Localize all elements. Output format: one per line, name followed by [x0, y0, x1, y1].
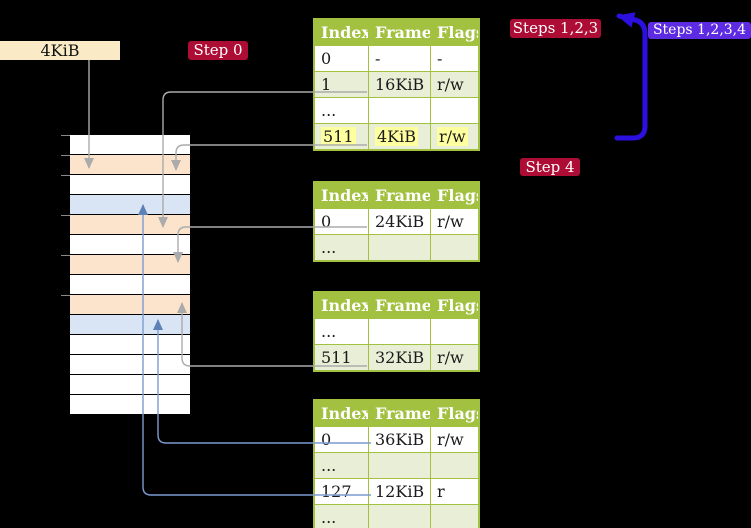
- step0-badge: Step 0: [188, 41, 248, 60]
- column-header: Frame: [368, 293, 430, 318]
- memory-frame-row: [70, 275, 190, 294]
- table-row: 511 4KiB r/w: [315, 123, 478, 149]
- memory-frame-row: [70, 395, 190, 414]
- step4-badge: Step 4: [520, 158, 580, 176]
- column-header: Frame: [368, 20, 430, 45]
- table-cell: ...: [321, 322, 337, 341]
- table-cell: -: [368, 46, 430, 71]
- table-cell: 0: [321, 49, 332, 68]
- page-table-level-3: IndexFrameFlags 0 24KiBr/w...: [313, 181, 480, 262]
- memory-frame-row: [70, 255, 190, 274]
- table-cell: 16KiB: [368, 72, 430, 97]
- table-cell: [430, 505, 478, 528]
- column-header: Frame: [368, 183, 430, 208]
- table-cell: 32KiB: [368, 345, 430, 370]
- table-header-row: IndexFrameFlags: [315, 20, 478, 45]
- frame-address-label: 4KiB: [0, 41, 120, 60]
- table-cell: r/w: [430, 209, 478, 234]
- table-cell: 511: [321, 348, 352, 367]
- table-row: ...: [315, 234, 478, 260]
- table-cell: r: [430, 479, 478, 504]
- memory-tick: [61, 155, 70, 156]
- memory-frame-row: [70, 195, 190, 214]
- table-cell: 127: [321, 482, 352, 501]
- memory-frame-row: [70, 135, 190, 154]
- highlighted-value: r/w: [437, 127, 468, 146]
- table-cell: [368, 319, 430, 344]
- table-cell: [368, 235, 430, 260]
- memory-frame-row: [70, 235, 190, 254]
- table-cell: r/w: [430, 72, 478, 97]
- table-row: ...: [315, 504, 478, 528]
- table-cell: ...: [321, 101, 337, 120]
- table-cell: ...: [321, 456, 337, 475]
- table-cell: [368, 98, 430, 123]
- table-cell: 24KiB: [368, 209, 430, 234]
- table-row: 0 --: [315, 45, 478, 71]
- column-header: Index: [321, 186, 368, 205]
- column-header: Flags: [430, 401, 478, 426]
- table-cell: [430, 98, 478, 123]
- table-cell: [430, 453, 478, 478]
- memory-frame-row: [70, 175, 190, 194]
- column-header: Index: [321, 404, 368, 423]
- steps-123-badge: Steps 1,2,3: [510, 19, 601, 38]
- memory-frame-row: [70, 375, 190, 394]
- table-cell: 12KiB: [368, 479, 430, 504]
- memory-frame-row: [70, 215, 190, 234]
- table-cell: [368, 505, 430, 528]
- table-header-row: IndexFrameFlags: [315, 401, 478, 426]
- table-cell: 36KiB: [368, 427, 430, 452]
- table-row: ...: [315, 452, 478, 478]
- table-row: ...: [315, 97, 478, 123]
- memory-tick: [61, 215, 70, 216]
- table-header-row: IndexFrameFlags: [315, 293, 478, 318]
- memory-frame-row: [70, 155, 190, 174]
- memory-tick: [61, 175, 70, 176]
- highlighted-value: 511: [321, 127, 356, 146]
- memory-frame-row: [70, 315, 190, 334]
- table-header-row: IndexFrameFlags: [315, 183, 478, 208]
- memory-tick: [61, 295, 70, 296]
- table-cell: ...: [321, 238, 337, 257]
- table-cell: r/w: [430, 345, 478, 370]
- table-cell: [430, 319, 478, 344]
- memory-frame-row: [70, 335, 190, 354]
- memory-tick: [61, 255, 70, 256]
- table-cell: [368, 453, 430, 478]
- column-header: Flags: [430, 20, 478, 45]
- table-cell: r/w: [430, 427, 478, 452]
- table-cell: r/w: [430, 124, 478, 149]
- memory-tick: [61, 135, 70, 136]
- recursive-loop-arrow: [614, 12, 648, 141]
- column-header: Index: [321, 296, 368, 315]
- highlighted-value: 4KiB: [375, 127, 419, 146]
- table-cell: 4KiB: [368, 124, 430, 149]
- table-cell: 1: [321, 75, 332, 94]
- column-header: Frame: [368, 401, 430, 426]
- table-cell: ...: [321, 508, 337, 527]
- table-cell: -: [430, 46, 478, 71]
- table-cell: 0: [321, 430, 332, 449]
- table-cell: 0: [321, 212, 332, 231]
- table-row: ...: [315, 318, 478, 344]
- column-header: Flags: [430, 293, 478, 318]
- column-header: Flags: [430, 183, 478, 208]
- table-cell: 511: [315, 124, 368, 149]
- memory-frame-row: [70, 355, 190, 374]
- steps-1234-badge: Steps 1,2,3,4: [648, 22, 751, 39]
- table-cell: [430, 235, 478, 260]
- memory-frame-row: [70, 295, 190, 314]
- column-header: Index: [321, 23, 368, 42]
- physical-memory-column: [70, 135, 190, 415]
